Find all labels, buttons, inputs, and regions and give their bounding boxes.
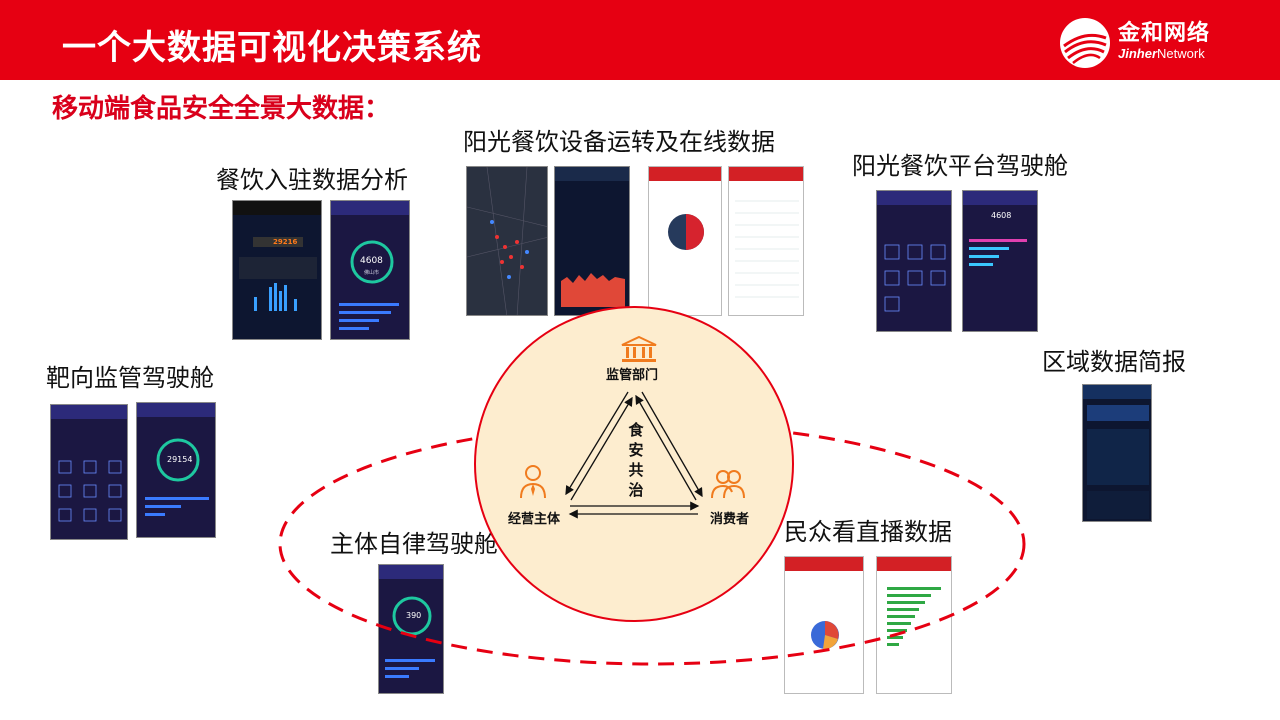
label-public-live: 民众看直播数据 xyxy=(784,518,952,546)
label-catering-entry: 餐饮入驻数据分析 xyxy=(216,166,408,194)
public-live-pie-screenshot xyxy=(784,556,864,694)
target-cockpit-screenshot-a xyxy=(50,404,128,540)
label-equipment: 阳光餐饮设备运转及在线数据 xyxy=(463,128,775,156)
platform-cockpit-screenshot-a xyxy=(876,190,952,332)
target-count: 29154 xyxy=(167,455,193,464)
label-self-discipline: 主体自律驾驶舱 xyxy=(330,530,498,558)
equipment-pie-screenshot xyxy=(648,166,722,316)
catering-entry-screenshot-a: 29216 xyxy=(232,200,322,340)
brand-name-cn: 金和网络 xyxy=(1118,20,1211,45)
consumers-group-icon xyxy=(711,470,745,499)
platform-count: 4608 xyxy=(991,211,1012,220)
entry-count-b: 4608 xyxy=(360,256,383,266)
page-title: 一个大数据可视化决策系统 xyxy=(62,28,482,68)
equipment-map-screenshot xyxy=(466,166,548,316)
node-operator: 经营主体 xyxy=(508,512,561,527)
bank-building-icon xyxy=(621,336,657,362)
node-regulator: 监管部门 xyxy=(606,368,659,383)
label-platform-cockpit: 阳光餐饮平台驾驶舱 xyxy=(852,152,1068,180)
brand-name-en: Network xyxy=(1157,46,1205,61)
co-governance-circle xyxy=(474,306,794,622)
platform-cockpit-screenshot-b: 4608 xyxy=(962,190,1038,332)
target-cockpit-screenshot-b: 29154 xyxy=(136,402,216,538)
catering-entry-screenshot-b: 4608 佛山市 xyxy=(330,200,410,340)
public-live-bar-screenshot xyxy=(876,556,952,694)
entry-count-a: 29216 xyxy=(273,238,298,246)
node-consumer: 消费者 xyxy=(710,512,750,527)
regional-report-screenshot xyxy=(1082,384,1152,522)
section-subtitle: 移动端食品安全全景大数据： xyxy=(52,94,391,124)
brand-name-en-bold: Jinher xyxy=(1118,46,1158,61)
jinher-logo-icon xyxy=(1060,18,1110,68)
equipment-table-screenshot xyxy=(728,166,804,316)
relation-triangle xyxy=(565,391,703,519)
label-target-cockpit: 靶向监管驾驶舱 xyxy=(46,364,214,392)
business-person-icon xyxy=(520,465,546,499)
label-regional-report: 区域数据简报 xyxy=(1042,348,1186,376)
co-governance-slogan: 食安共治 xyxy=(628,421,644,499)
self-count: 390 xyxy=(406,611,422,620)
equipment-status-screenshot xyxy=(554,166,630,316)
header-bar: 一个大数据可视化决策系统 金和网络 JinherNetwork xyxy=(0,0,1280,80)
brand-name: 金和网络 JinherNetwork xyxy=(1118,20,1210,62)
